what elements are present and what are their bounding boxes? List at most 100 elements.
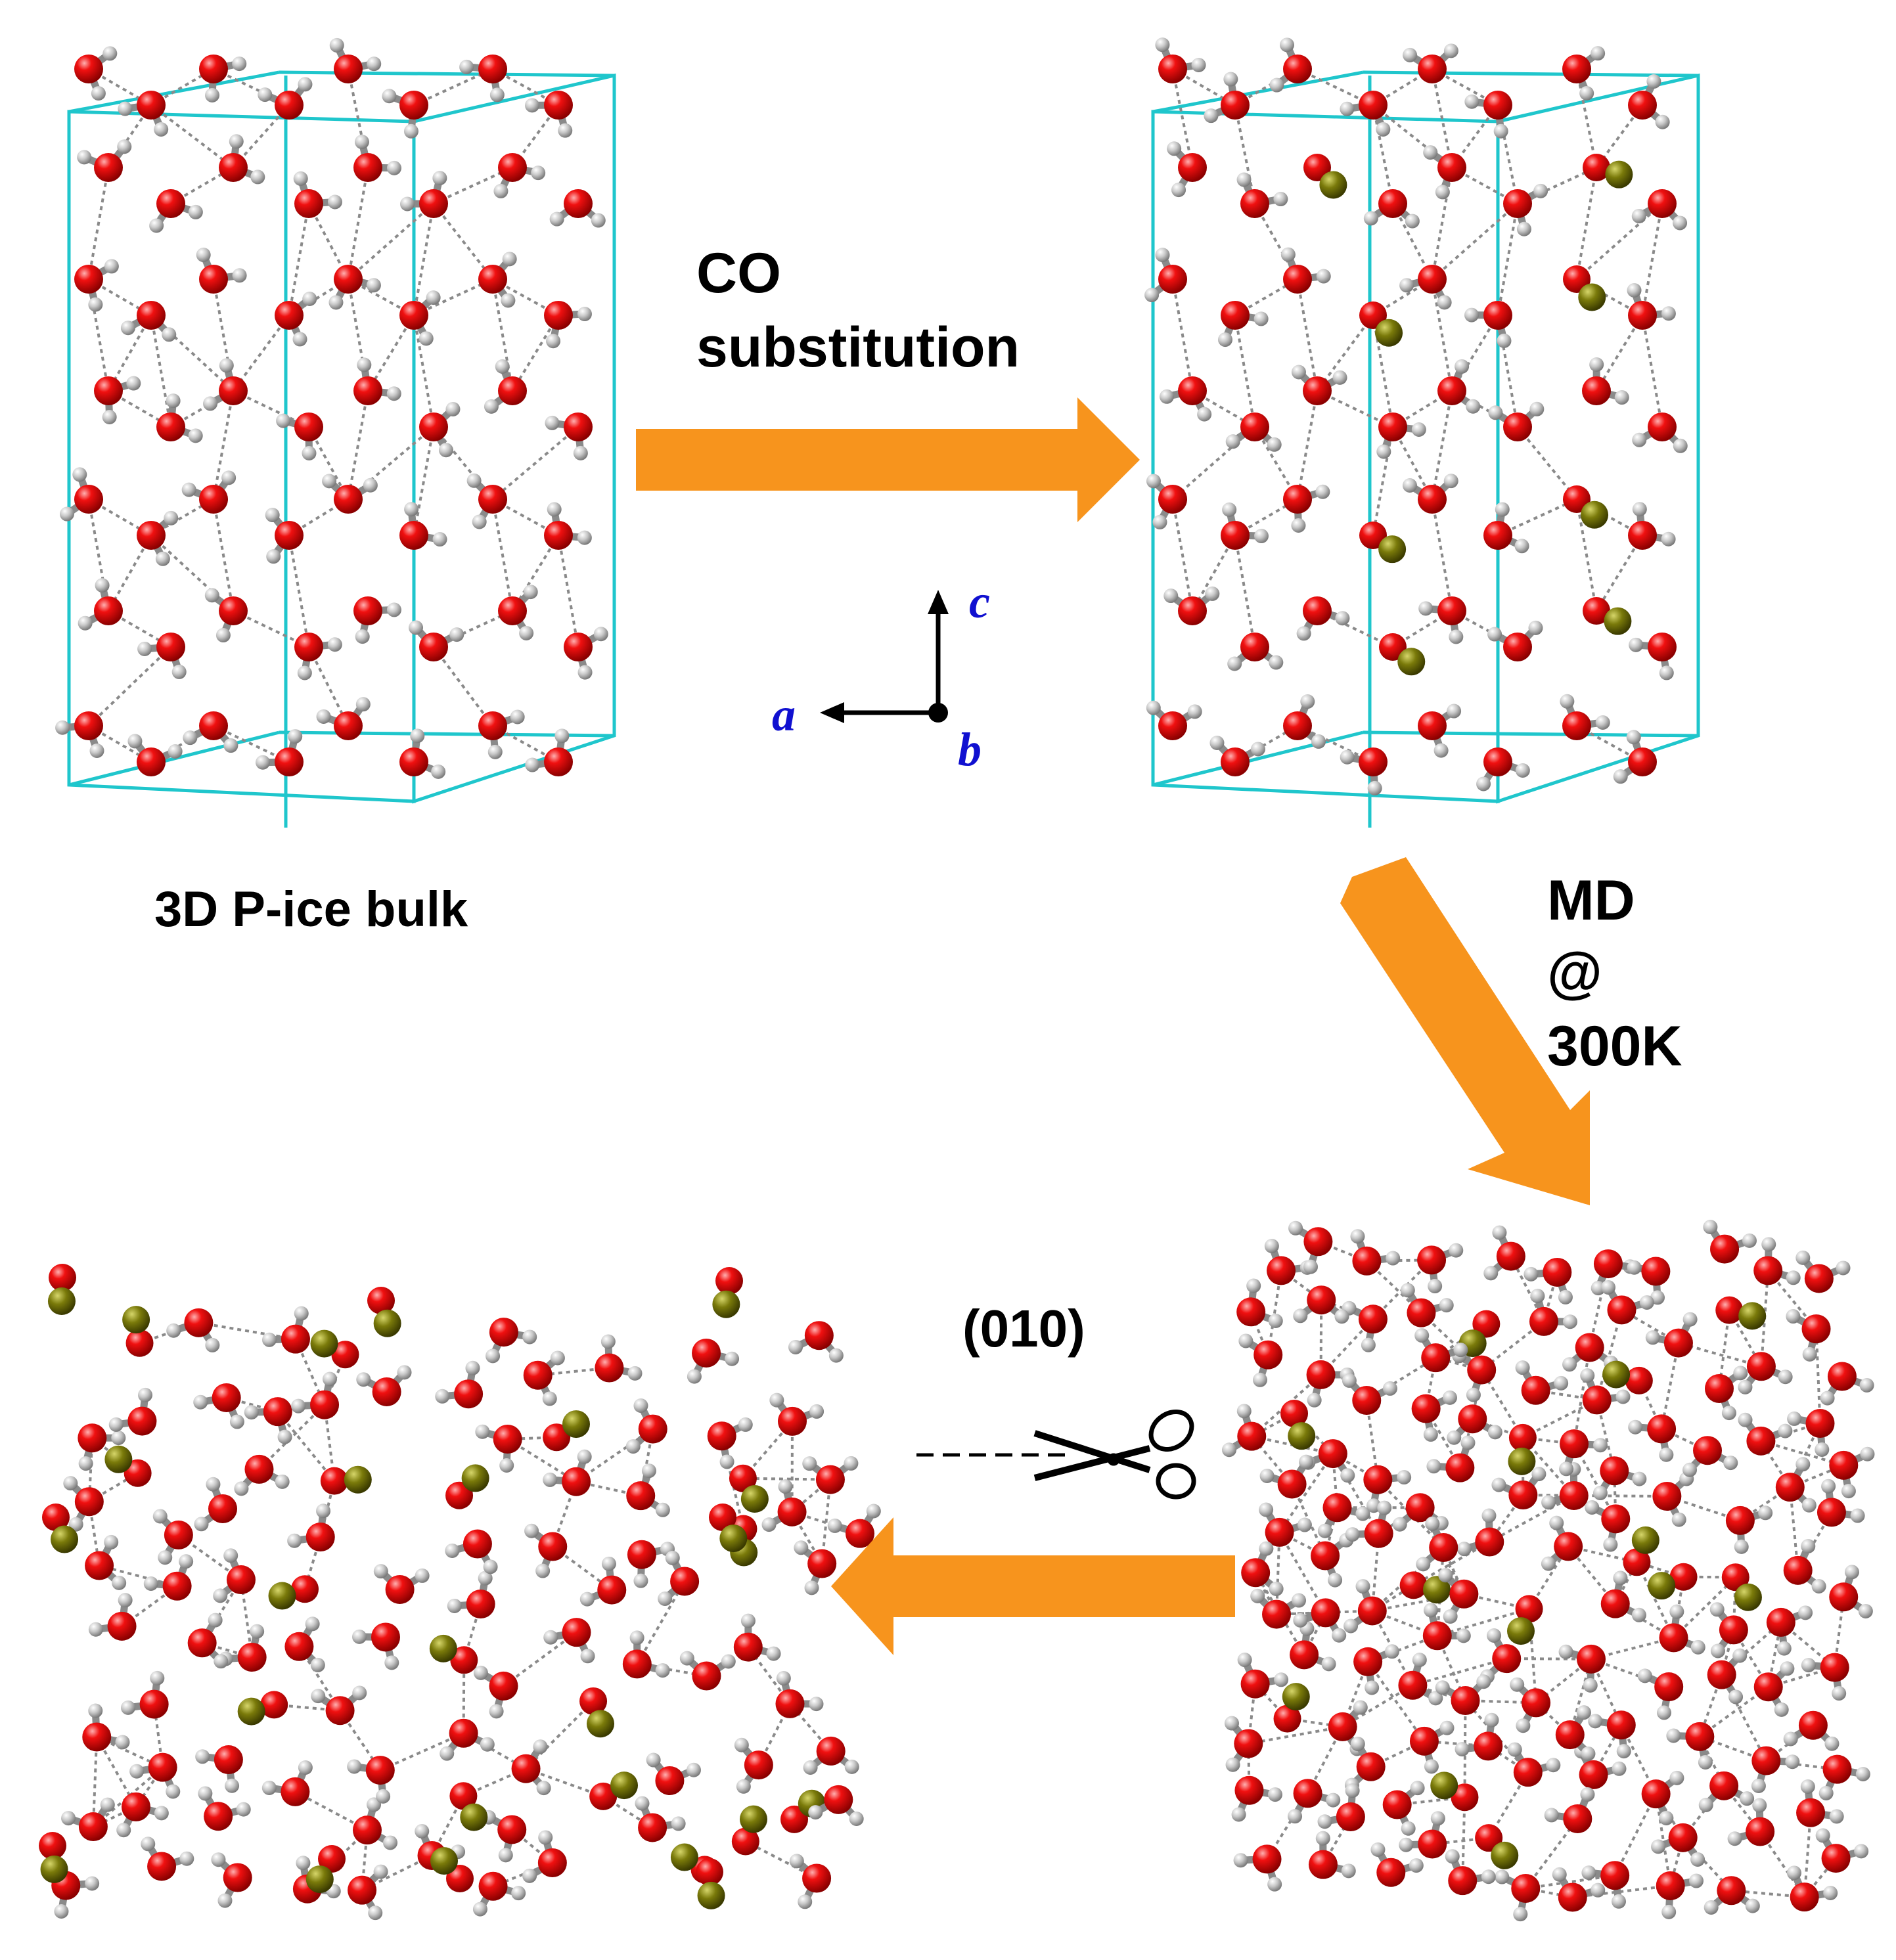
water-molecule <box>265 508 304 564</box>
water-molecule <box>74 46 118 101</box>
cleave-plane-label: (010) <box>962 1299 1085 1358</box>
water-molecule <box>579 1556 627 1607</box>
water-molecule <box>275 292 317 347</box>
water-molecule <box>293 171 342 218</box>
co-molecule <box>729 1464 769 1513</box>
water-molecule <box>1400 1283 1454 1327</box>
water-molecule <box>316 697 371 740</box>
water-molecule <box>1651 1823 1705 1867</box>
water-molecule <box>1308 1831 1356 1879</box>
water-molecule <box>459 55 507 102</box>
water-molecule <box>1345 1500 1393 1548</box>
co-molecule <box>1303 154 1347 199</box>
water-molecule <box>85 1534 127 1590</box>
water-molecule <box>141 1837 194 1881</box>
co-molecule <box>1721 1563 1762 1611</box>
water-molecule <box>1627 282 1676 330</box>
molecule-layer <box>1144 37 1688 795</box>
water-molecule <box>348 1864 388 1921</box>
water-molecule <box>419 401 461 458</box>
water-molecule <box>1628 74 1670 129</box>
md-label-line2: @ <box>1547 941 1602 1004</box>
water-molecule <box>137 633 187 679</box>
water-molecule <box>55 711 104 758</box>
co-molecule <box>104 1445 152 1487</box>
water-molecule <box>1296 596 1350 641</box>
water-molecule <box>82 1703 130 1752</box>
axis-indicator: c a b <box>772 575 990 776</box>
water-molecule <box>1629 633 1677 680</box>
water-molecule <box>1280 247 1331 294</box>
water-molecule <box>353 135 401 182</box>
water-molecule <box>445 1529 498 1574</box>
water-molecule <box>646 1752 701 1795</box>
water-molecule <box>544 502 592 550</box>
water-molecule <box>1709 1602 1748 1659</box>
water-molecule <box>1775 1457 1817 1513</box>
water-molecule <box>1392 1493 1449 1532</box>
water-molecule <box>485 1318 537 1364</box>
water-molecule <box>63 1476 104 1532</box>
water-molecule <box>195 1745 243 1793</box>
co-molecule <box>1359 522 1407 564</box>
water-molecule <box>1503 183 1548 236</box>
water-molecule <box>1236 172 1288 218</box>
co-molecule <box>589 1771 639 1810</box>
water-molecule <box>525 91 573 138</box>
water-molecule <box>1818 1754 1870 1800</box>
substitution-arrow <box>636 397 1140 522</box>
water-molecule <box>88 1593 137 1641</box>
water-molecule <box>1786 1865 1838 1912</box>
water-molecule <box>769 1392 824 1436</box>
water-molecule <box>789 1854 832 1909</box>
water-molecule <box>1445 1849 1496 1896</box>
water-molecule <box>347 1756 395 1804</box>
co-molecule <box>731 1805 767 1856</box>
water-molecule <box>1495 1869 1541 1922</box>
water-molecule <box>1159 376 1212 422</box>
water-molecule <box>1738 1352 1793 1394</box>
water-molecule <box>1666 1722 1715 1770</box>
cleaved-010-slab-structure <box>39 1264 881 1921</box>
water-molecule <box>1591 1249 1642 1296</box>
co-molecule <box>1379 633 1426 676</box>
water-molecule <box>478 709 525 759</box>
water-molecule <box>1631 189 1688 231</box>
water-molecule <box>1311 1532 1354 1588</box>
water-molecule <box>1155 37 1206 83</box>
co-molecule <box>449 1782 488 1831</box>
water-molecule <box>1238 1333 1283 1387</box>
co-molecule <box>445 1464 489 1509</box>
water-molecule <box>1515 1360 1569 1405</box>
water-molecule <box>311 1685 367 1726</box>
water-molecule <box>524 1523 568 1578</box>
water-molecule <box>244 1397 292 1444</box>
water-molecule <box>1370 1842 1424 1887</box>
water-molecule <box>1217 301 1269 347</box>
water-molecule <box>399 290 441 346</box>
water-molecule <box>1435 1674 1491 1716</box>
water-molecule <box>199 55 247 102</box>
water-molecule <box>1507 1742 1561 1787</box>
co-molecule <box>39 1832 68 1883</box>
water-molecule <box>353 357 401 405</box>
co-molecule <box>1399 1571 1451 1604</box>
water-molecule <box>1376 412 1426 459</box>
water-molecule <box>1221 502 1269 550</box>
water-molecule <box>1418 703 1462 758</box>
water-molecule <box>808 1785 864 1826</box>
water-molecule <box>261 1306 310 1354</box>
water-molecule <box>1167 141 1207 198</box>
water-molecule <box>543 1449 592 1496</box>
water-molecule <box>120 301 177 342</box>
water-molecule <box>1600 1570 1646 1622</box>
water-molecule <box>1491 1467 1546 1510</box>
water-molecule <box>1753 1237 1801 1285</box>
water-molecule <box>187 1613 229 1669</box>
water-molecule <box>1146 700 1202 740</box>
water-molecule <box>687 1338 740 1384</box>
co-molecule <box>122 1306 154 1357</box>
water-molecule <box>788 1321 844 1363</box>
co-molecule <box>268 1575 319 1610</box>
water-molecule <box>1786 1309 1831 1362</box>
